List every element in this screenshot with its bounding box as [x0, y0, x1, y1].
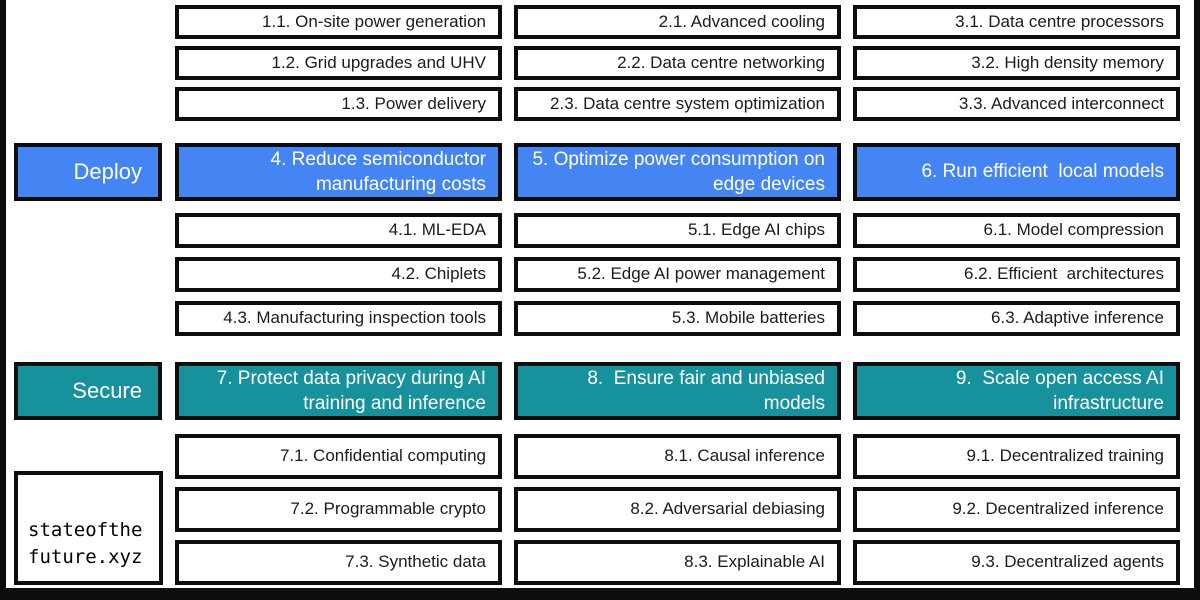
item-3-3: 3.3. Advanced interconnect	[853, 87, 1180, 121]
item-5-3: 5.3. Mobile batteries	[514, 301, 841, 336]
item-1-2: 1.2. Grid upgrades and UHV	[175, 46, 502, 80]
header-5: 5. Optimize power consumption on edge de…	[514, 143, 841, 201]
header-4: 4. Reduce semiconductor manufacturing co…	[175, 143, 502, 201]
header-8: 8. Ensure fair and unbiased models	[514, 362, 841, 420]
item-9-2: 9.2. Decentralized inference	[853, 487, 1180, 532]
item-6-2: 6.2. Efficient architectures	[853, 257, 1180, 292]
header-7: 7. Protect data privacy during AI traini…	[175, 362, 502, 420]
item-4-2: 4.2. Chiplets	[175, 257, 502, 292]
item-9-3: 9.3. Decentralized agents	[853, 540, 1180, 585]
item-2-3: 2.3. Data centre system optimization	[514, 87, 841, 121]
item-7-3: 7.3. Synthetic data	[175, 540, 502, 585]
frame-left-border	[0, 0, 6, 600]
item-2-1: 2.1. Advanced cooling	[514, 5, 841, 39]
item-5-2: 5.2. Edge AI power management	[514, 257, 841, 292]
deploy-section-label: Deploy	[14, 143, 162, 201]
secure-section-label: Secure	[14, 362, 162, 420]
item-4-1: 4.1. ML-EDA	[175, 213, 502, 248]
item-1-3: 1.3. Power delivery	[175, 87, 502, 121]
item-8-3: 8.3. Explainable AI	[514, 540, 841, 585]
item-7-2: 7.2. Programmable crypto	[175, 487, 502, 532]
frame-right-border	[1194, 0, 1200, 600]
item-1-1: 1.1. On-site power generation	[175, 5, 502, 39]
item-8-2: 8.2. Adversarial debiasing	[514, 487, 841, 532]
item-7-1: 7.1. Confidential computing	[175, 434, 502, 479]
header-6: 6. Run efficient local models	[853, 143, 1180, 201]
item-6-1: 6.1. Model compression	[853, 213, 1180, 248]
item-9-1: 9.1. Decentralized training	[853, 434, 1180, 479]
item-5-1: 5.1. Edge AI chips	[514, 213, 841, 248]
site-logo-line2: future.xyz	[28, 546, 143, 568]
frame-bottom-border	[0, 588, 1200, 600]
site-logo: stateofthe future.xyz	[14, 471, 163, 585]
item-3-1: 3.1. Data centre processors	[853, 5, 1180, 39]
item-6-3: 6.3. Adaptive inference	[853, 301, 1180, 336]
site-logo-line1: stateofthe	[28, 519, 143, 541]
item-2-2: 2.2. Data centre networking	[514, 46, 841, 80]
item-3-2: 3.2. High density memory	[853, 46, 1180, 80]
item-4-3: 4.3. Manufacturing inspection tools	[175, 301, 502, 336]
header-9: 9. Scale open access AI infrastructure	[853, 362, 1180, 420]
item-8-1: 8.1. Causal inference	[514, 434, 841, 479]
